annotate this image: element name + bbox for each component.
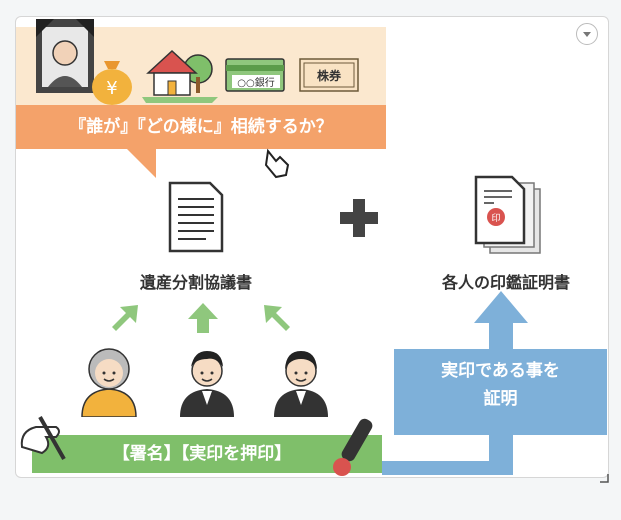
yen-symbol: ¥	[106, 78, 117, 99]
plus-icon	[340, 199, 378, 237]
proof-line-2: 証明	[483, 389, 518, 409]
svg-text:印: 印	[491, 212, 500, 224]
signing-hand-icon	[20, 416, 66, 460]
speech-tail	[126, 148, 156, 178]
bank-label: ○○銀行	[237, 76, 274, 89]
money-bag-icon: ¥	[92, 61, 132, 105]
arrow-up-icon	[188, 303, 218, 333]
proof-text: 実印である事を 証明	[394, 357, 607, 413]
collapse-toggle-button[interactable]	[576, 23, 598, 45]
certificate-stack-icon: 印	[474, 175, 541, 254]
man-avatar-1	[180, 351, 234, 417]
agreement-label: 遺産分割協議書	[139, 273, 252, 292]
chevron-down-icon	[583, 32, 591, 37]
question-banner-bg	[16, 105, 386, 149]
seal-bar	[32, 435, 382, 473]
arrow-upleft-icon	[264, 305, 290, 331]
man-avatar-2	[274, 351, 328, 417]
diagram-card: ¥ ○○銀行 株券 『誰が』『どの様に』相続するか？	[15, 16, 609, 478]
proof-line-1: 実印である事を	[441, 361, 560, 381]
stock-label: 株券	[317, 68, 342, 83]
proof-box	[394, 349, 607, 435]
bankbook-icon: ○○銀行	[225, 58, 285, 92]
resize-handle-icon[interactable]	[600, 474, 610, 484]
seal-bar-label: 【署名】【実印を押印】	[112, 444, 292, 464]
deceased-portrait-icon	[36, 19, 94, 93]
arrow-upright-icon	[112, 305, 138, 331]
hand-pointer-icon	[264, 148, 290, 179]
agreement-document-icon	[168, 181, 224, 253]
stock-certificate-icon: 株券	[299, 58, 359, 92]
elderly-woman-avatar	[81, 348, 137, 417]
seal-stamp-icon	[333, 418, 373, 476]
certificate-label: 各人の印鑑証明書	[441, 273, 570, 292]
question-banner: 『誰が』『どの様に』相続するか？	[69, 117, 333, 137]
house-icon	[142, 49, 218, 103]
